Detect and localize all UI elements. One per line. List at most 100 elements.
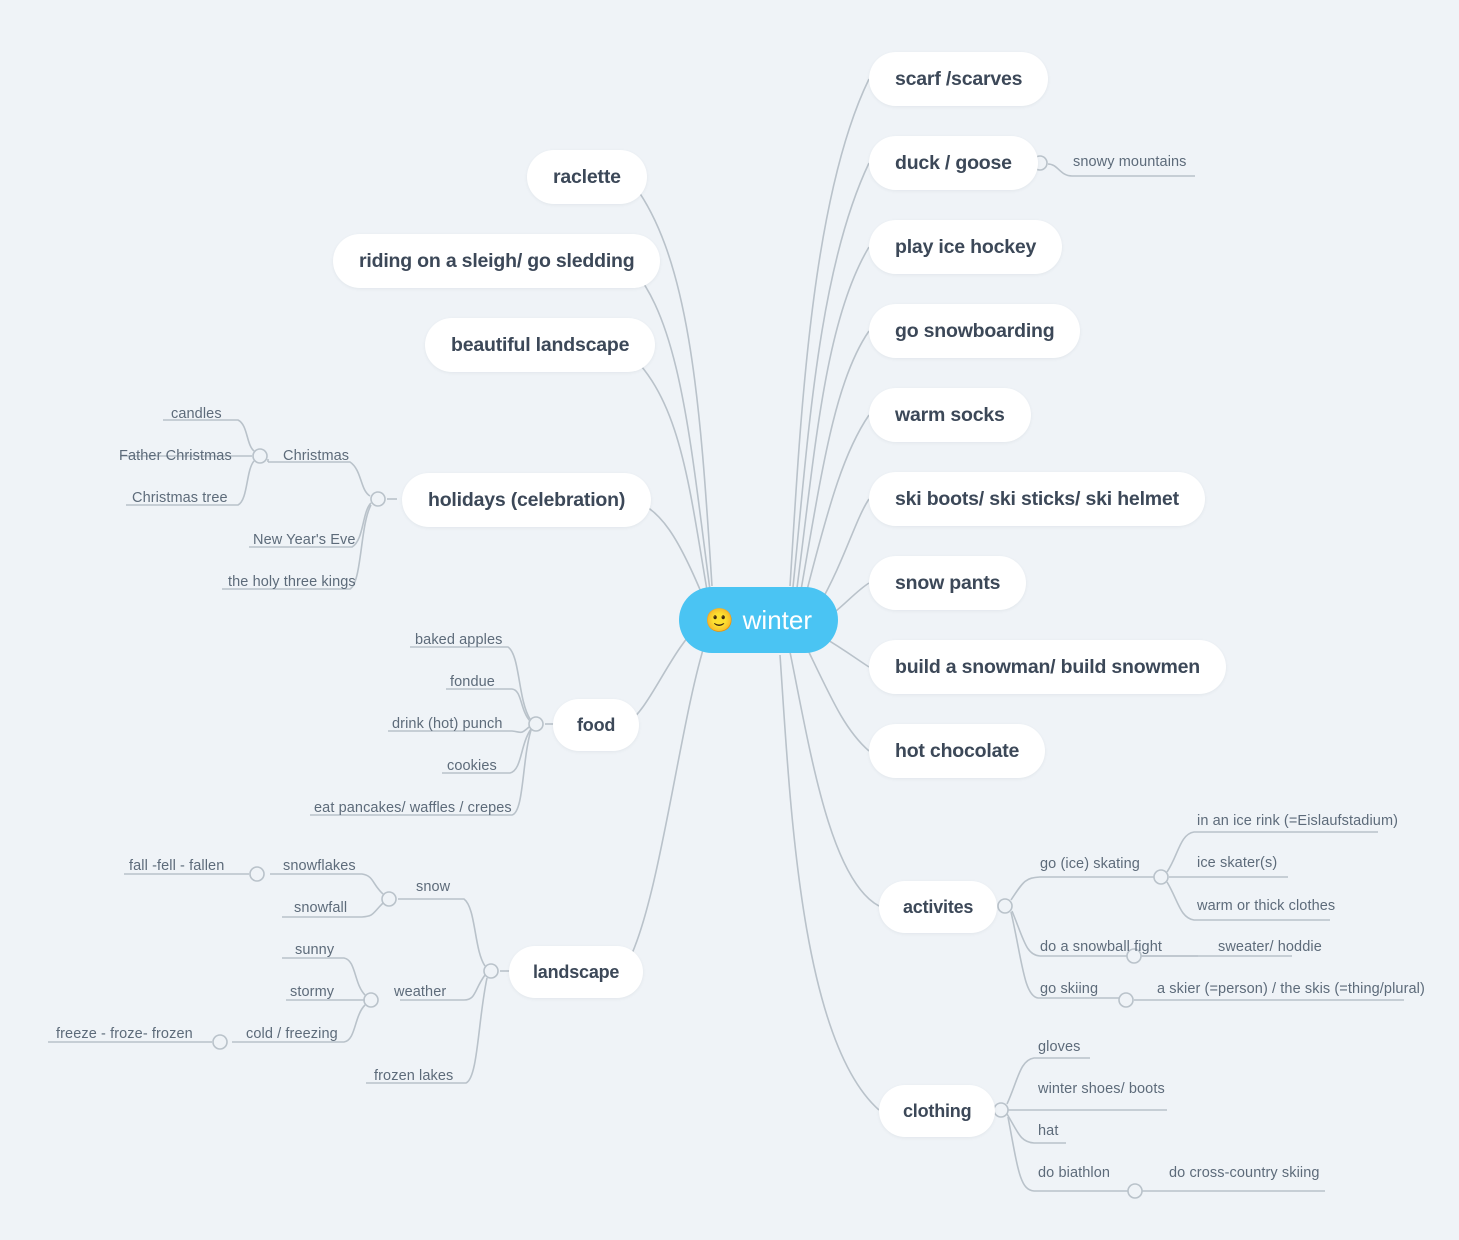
root-node-label: winter [742,604,812,635]
node-fall-fell-fallen[interactable]: fall -fell - fallen [129,858,224,874]
node-label: stormy [290,984,335,1000]
node-christmas[interactable]: Christmas [283,448,349,464]
node-freeze-froze-frozen[interactable]: freeze - froze- frozen [56,1026,193,1042]
node-label: holidays (celebration) [428,488,626,511]
node-new-years-eve[interactable]: New Year's Eve [253,532,356,548]
node-label: gloves [1038,1039,1081,1055]
node-label: sweater/ hoddie [1218,939,1322,955]
node-christmas-tree[interactable]: Christmas tree [132,490,228,506]
slight-smile-emoji-icon: 🙂 [705,606,734,633]
node-sunny[interactable]: sunny [295,942,334,958]
node-label: eat pancakes/ waffles / crepes [314,800,512,816]
node-label: ski boots/ ski sticks/ ski helmet [895,487,1179,510]
node-snow[interactable]: snow [416,879,450,895]
node-label: cookies [447,758,497,774]
node-label: do a snowball fight [1040,939,1163,955]
node-label: frozen lakes [374,1068,454,1084]
node-in-an-ice-rink[interactable]: in an ice rink (=Eislaufstadium) [1197,813,1398,829]
node-do-a-snowball-fight[interactable]: do a snowball fight [1040,939,1162,955]
node-label: hot chocolate [895,739,1020,762]
node-holy-three-kings[interactable]: the holy three kings [228,574,356,590]
node-frozen-lakes[interactable]: frozen lakes [374,1068,453,1084]
node-hot-chocolate[interactable]: hot chocolate [869,724,1046,778]
node-candles[interactable]: candles [171,406,222,422]
node-ski-boots-sticks-helmet[interactable]: ski boots/ ski sticks/ ski helmet [869,472,1205,526]
node-warm-or-thick-clothes[interactable]: warm or thick clothes [1197,898,1335,914]
node-hat[interactable]: hat [1038,1123,1058,1139]
node-go-ice-skating[interactable]: go (ice) skating [1040,856,1140,872]
node-snowy-mountains[interactable]: snowy mountains [1073,154,1187,170]
node-label: food [577,714,616,735]
node-landscape[interactable]: landscape [509,946,644,998]
node-label: fall -fell - fallen [129,858,225,874]
node-a-skier-the-skis[interactable]: a skier (=person) / the skis (=thing/plu… [1157,981,1425,997]
node-label: drink (hot) punch [392,716,503,732]
node-label: clothing [903,1100,972,1121]
node-weather[interactable]: weather [394,984,446,1000]
node-label: New Year's Eve [253,532,356,548]
node-build-a-snowman[interactable]: build a snowman/ build snowmen [869,640,1226,694]
node-drink-hot-punch[interactable]: drink (hot) punch [392,716,503,732]
node-label: landscape [533,961,620,982]
node-label: raclette [553,165,621,188]
node-warm-socks[interactable]: warm socks [869,388,1031,442]
node-scarf-scarves[interactable]: scarf /scarves [869,52,1049,106]
node-do-cross-country-skiing[interactable]: do cross-country skiing [1169,1165,1320,1181]
node-label: riding on a sleigh/ go sledding [359,249,635,272]
node-label: Christmas [283,448,350,464]
node-fondue[interactable]: fondue [450,674,495,690]
node-cold-freezing[interactable]: cold / freezing [246,1026,338,1042]
node-play-ice-hockey[interactable]: play ice hockey [869,220,1063,274]
node-label: fondue [450,674,495,690]
node-label: cold / freezing [246,1026,338,1042]
node-winter-shoes-boots[interactable]: winter shoes/ boots [1038,1081,1165,1097]
node-label: snowy mountains [1073,154,1187,170]
node-baked-apples[interactable]: baked apples [415,632,502,648]
node-label: in an ice rink (=Eislaufstadium) [1197,813,1399,829]
node-label: freeze - froze- frozen [56,1026,193,1042]
node-sweater-hoddie[interactable]: sweater/ hoddie [1218,939,1322,955]
node-clothing[interactable]: clothing [879,1085,996,1137]
node-label: Christmas tree [132,490,228,506]
node-label: a skier (=person) / the skis (=thing/plu… [1157,981,1425,997]
node-raclette[interactable]: raclette [527,150,647,204]
node-label: Father Christmas [119,448,232,464]
node-label: scarf /scarves [895,67,1023,90]
node-riding-sleigh-sledding[interactable]: riding on a sleigh/ go sledding [333,234,661,288]
node-holidays-celebration[interactable]: holidays (celebration) [402,473,652,527]
node-label: baked apples [415,632,503,648]
node-cookies[interactable]: cookies [447,758,497,774]
node-duck-goose[interactable]: duck / goose [869,136,1038,190]
node-label: snow [416,879,451,895]
node-go-snowboarding[interactable]: go snowboarding [869,304,1081,358]
node-label: candles [171,406,222,422]
node-snowflakes[interactable]: snowflakes [283,858,356,874]
node-label: snow pants [895,571,1001,594]
node-stormy[interactable]: stormy [290,984,334,1000]
node-label: go (ice) skating [1040,856,1140,872]
node-eat-pancakes-waffles-crepes[interactable]: eat pancakes/ waffles / crepes [314,800,512,816]
node-do-biathlon[interactable]: do biathlon [1038,1165,1110,1181]
node-label: the holy three kings [228,574,356,590]
node-gloves[interactable]: gloves [1038,1039,1081,1055]
root-node-winter[interactable]: 🙂 winter [679,587,838,653]
node-ice-skaters[interactable]: ice skater(s) [1197,855,1277,871]
node-go-skiing[interactable]: go skiing [1040,981,1098,997]
node-activites[interactable]: activites [879,881,998,933]
node-label: beautiful landscape [451,333,630,356]
node-label: hat [1038,1123,1059,1139]
node-label: go skiing [1040,981,1099,997]
node-label: build a snowman/ build snowmen [895,655,1200,678]
node-label: winter shoes/ boots [1038,1081,1165,1097]
node-label: sunny [295,942,335,958]
node-beautiful-landscape[interactable]: beautiful landscape [425,318,656,372]
node-label: do biathlon [1038,1165,1111,1181]
node-snow-pants[interactable]: snow pants [869,556,1027,610]
node-label: duck / goose [895,151,1012,174]
node-label: activites [903,896,974,917]
node-food[interactable]: food [553,699,640,751]
node-snowfall[interactable]: snowfall [294,900,347,916]
node-label: warm socks [895,403,1005,426]
node-father-christmas[interactable]: Father Christmas [119,448,232,464]
